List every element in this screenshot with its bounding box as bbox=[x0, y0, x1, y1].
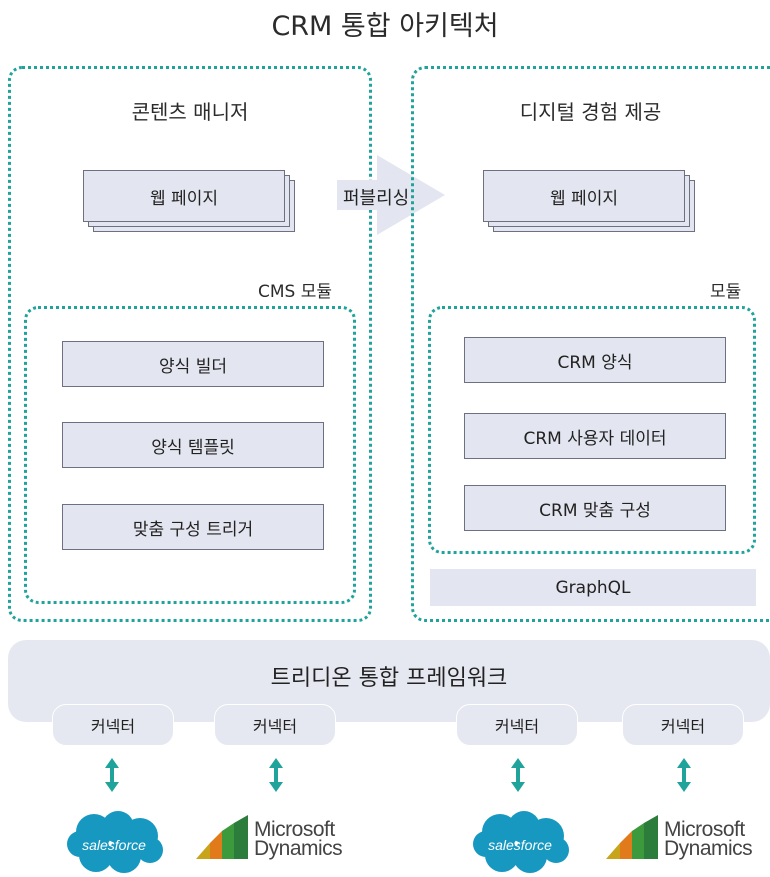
module-panel bbox=[428, 306, 756, 554]
microsoft-dynamics-icon bbox=[196, 815, 248, 859]
salesforce-logo: salesforce bbox=[67, 811, 163, 873]
microsoft-dynamics-text: Microsoft Dynamics bbox=[664, 818, 753, 860]
connector-2: 커넥터 bbox=[214, 704, 336, 746]
digital-experience-title: 디지털 경험 제공 bbox=[519, 100, 662, 124]
content-manager-title: 콘텐츠 매니저 bbox=[131, 100, 249, 124]
double-arrow-icon bbox=[269, 758, 283, 792]
publishing-label: 퍼블리싱 bbox=[343, 188, 410, 209]
salesforce-logo-text: salesforce bbox=[82, 837, 146, 853]
connector-3: 커넥터 bbox=[456, 704, 578, 746]
content-manager-panel bbox=[8, 66, 372, 622]
microsoft-line: Microsoft bbox=[254, 818, 335, 841]
crm-form-box: CRM 양식 bbox=[464, 337, 726, 383]
salesforce-logo: salesforce bbox=[473, 811, 569, 873]
crm-user-data-box: CRM 사용자 데이터 bbox=[464, 413, 726, 459]
double-arrow-icon bbox=[677, 758, 691, 792]
digital-experience-panel bbox=[411, 66, 770, 622]
graphql-bar: GraphQL bbox=[430, 569, 756, 606]
left-web-page: 웹 페이지 bbox=[83, 170, 285, 222]
connector-1: 커넥터 bbox=[52, 704, 174, 746]
publishing-arrow bbox=[337, 155, 445, 235]
integration-framework-label: 트리디온 통합 프레임워크 bbox=[270, 666, 508, 691]
microsoft-dynamics-text: Microsoft Dynamics bbox=[254, 818, 343, 860]
microsoft-dynamics-icon bbox=[606, 815, 658, 859]
double-arrow-icon bbox=[105, 758, 119, 792]
dynamics-line: Dynamics bbox=[664, 837, 753, 860]
connector-4: 커넥터 bbox=[622, 704, 744, 746]
form-builder-box: 양식 빌더 bbox=[62, 341, 324, 387]
cms-module-label: CMS 모듈 bbox=[258, 282, 333, 302]
double-arrow-icon bbox=[511, 758, 525, 792]
salesforce-logo-text: salesforce bbox=[488, 837, 552, 853]
form-template-box: 양식 템플릿 bbox=[62, 422, 324, 468]
crm-custom-config-box: CRM 맞춤 구성 bbox=[464, 485, 726, 531]
cms-module-panel bbox=[24, 306, 356, 604]
dynamics-line: Dynamics bbox=[254, 837, 343, 860]
microsoft-line: Microsoft bbox=[664, 818, 745, 841]
custom-config-trigger-box: 맞춤 구성 트리거 bbox=[62, 504, 324, 550]
diagram-title: CRM 통합 아키텍처 bbox=[271, 11, 499, 42]
module-label: 모듈 bbox=[710, 282, 742, 302]
right-web-page: 웹 페이지 bbox=[483, 170, 685, 222]
